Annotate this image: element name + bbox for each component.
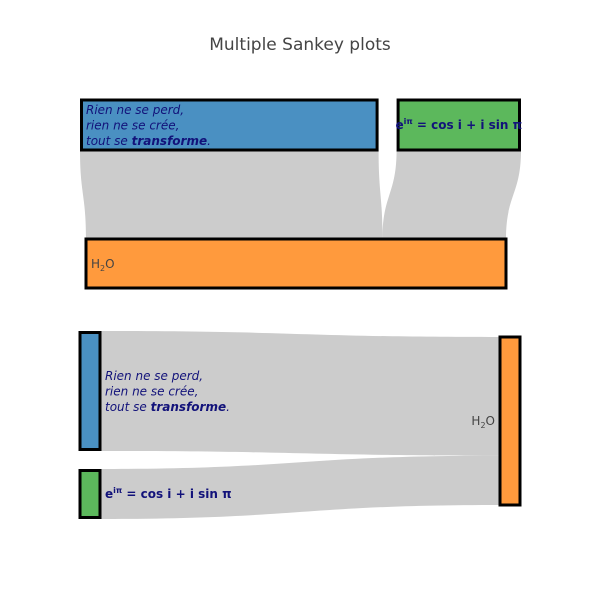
sankey-node-green[interactable]: [396, 98, 521, 152]
sankey-vertical: Rien ne se perd,rien ne se crée,tout se …: [80, 98, 522, 290]
node-label-quote: Rien ne se perd,rien ne se crée,tout se …: [86, 103, 211, 148]
node-label-quote: Rien ne se perd,rien ne se crée,tout se …: [105, 369, 230, 414]
sankey-node-green[interactable]: [78, 469, 102, 519]
sankey-node-orange[interactable]: [84, 237, 508, 290]
sankey-node-orange[interactable]: [498, 335, 522, 507]
node-label-water: H2O: [91, 257, 115, 273]
node-label-euler: eiπ = cos i + i sin π: [105, 486, 232, 501]
chart-title: Multiple Sankey plots: [209, 35, 391, 55]
sankey-link[interactable]: [80, 150, 383, 239]
sankey-node-blue[interactable]: [80, 98, 379, 152]
sankey-link[interactable]: [100, 331, 500, 456]
node-label-euler: eiπ = cos i + i sin π: [395, 117, 522, 132]
sankey-node-blue[interactable]: [78, 331, 102, 451]
sankey-horizontal: Rien ne se perd,rien ne se crée,tout se …: [78, 331, 522, 519]
sankey-link[interactable]: [100, 455, 500, 519]
sankey-link[interactable]: [382, 150, 521, 239]
node-label-water: H2O: [471, 414, 495, 430]
